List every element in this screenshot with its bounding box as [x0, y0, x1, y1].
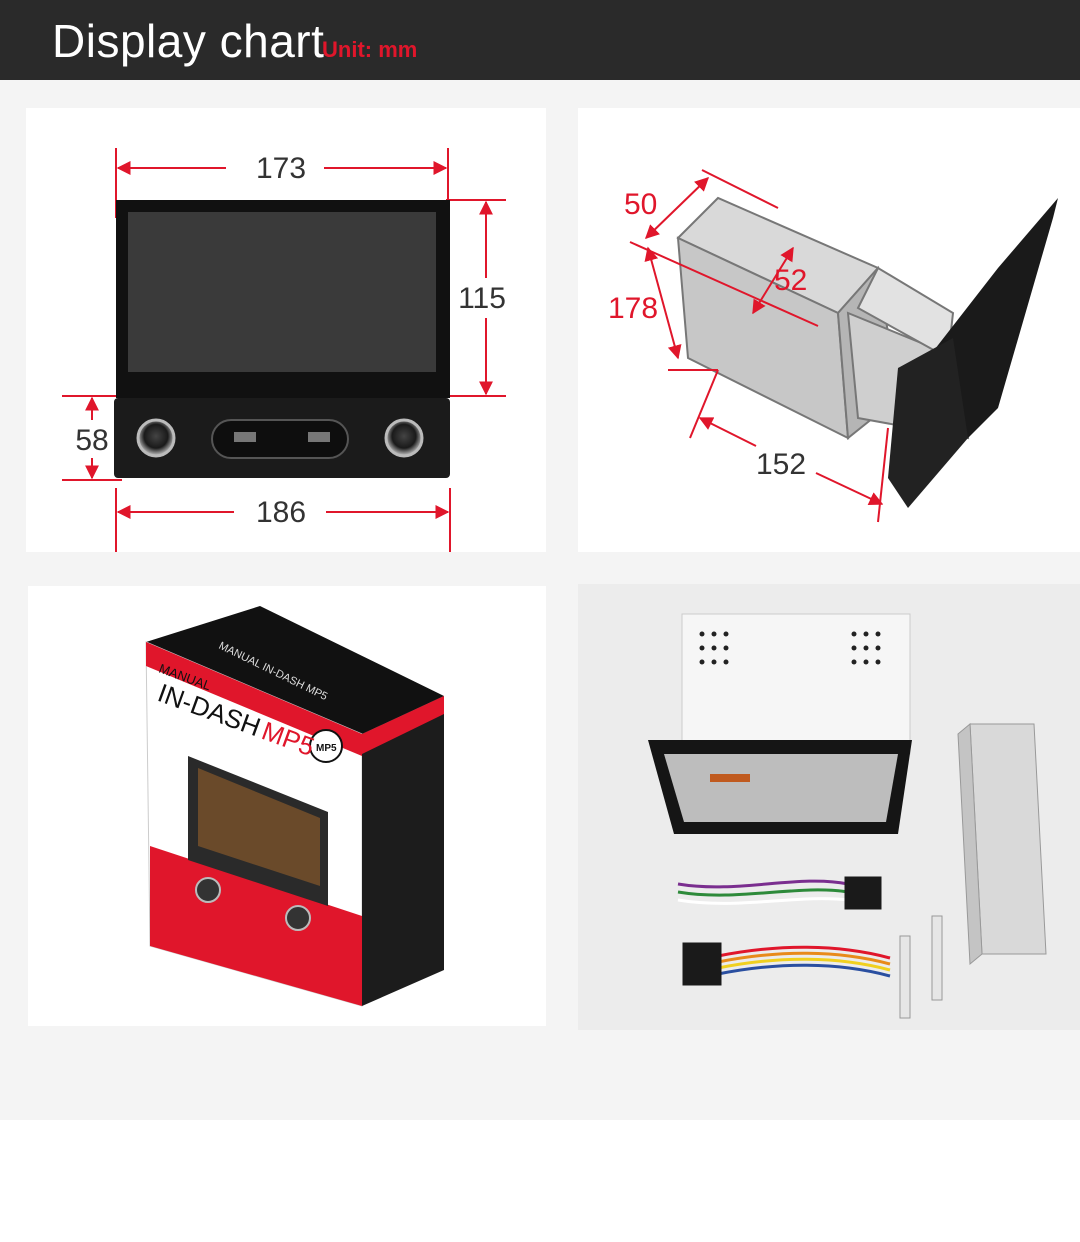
dim-length-bottom: 152 [756, 448, 806, 481]
unit-label: Unit: mm [322, 37, 418, 62]
dim-height-screen: 115 [458, 282, 506, 315]
mounting-keys [899, 915, 943, 1019]
mounting-bracket [957, 722, 1047, 966]
page-title: Display chart [52, 15, 325, 67]
box-badge: MP5 [316, 743, 337, 754]
dim-height-panel: 58 [75, 424, 108, 457]
stereo-control-panel [114, 398, 450, 478]
dim-width-top: 173 [256, 152, 306, 185]
front-view-panel: 173 115 58 186 [26, 108, 546, 552]
dim-width-bottom: 186 [256, 496, 306, 529]
accessories-panel [578, 584, 1080, 1030]
display-unit [648, 740, 912, 834]
dim-width-inner: 52 [774, 264, 807, 297]
side-view-panel: 50 52 178 152 [578, 108, 1080, 552]
dim-depth-top: 50 [624, 188, 657, 221]
stereo-screen [116, 200, 450, 398]
wiring-harness [677, 876, 891, 986]
flip-display [888, 198, 1058, 508]
header-bar: Display chart Unit: mm [0, 0, 1080, 80]
dim-height-side: 178 [608, 292, 658, 325]
content-area: 173 115 58 186 [0, 80, 1080, 1120]
retail-box-panel: MP5 MANUAL IN-DASH MP5 MANUAL IN-DASH MP… [28, 586, 546, 1026]
metal-chassis [681, 613, 911, 755]
retail-box: MP5 MANUAL IN-DASH MP5 MANUAL IN-DASH MP… [145, 606, 444, 1007]
